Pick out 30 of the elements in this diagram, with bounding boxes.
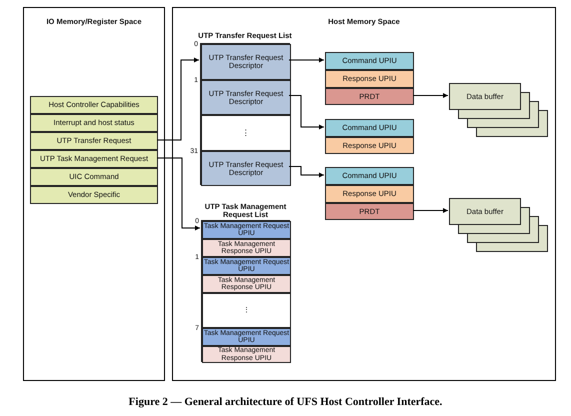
memory-space-panel <box>172 7 556 381</box>
register-row <box>30 114 158 132</box>
memory-space-panel <box>23 7 165 381</box>
arrow <box>156 58 200 140</box>
register-row <box>30 168 158 186</box>
command-upiu-box <box>325 119 414 137</box>
response-upiu-box <box>325 185 414 203</box>
ellipsis-row <box>201 115 291 151</box>
task-response-box <box>202 239 291 257</box>
register-row <box>30 96 158 114</box>
ellipsis-row <box>202 293 291 328</box>
task-response-box <box>202 346 291 363</box>
data-buffer-box <box>449 198 521 225</box>
task-response-box <box>202 275 291 293</box>
data-buffer-box <box>449 83 521 110</box>
arrow <box>412 93 448 98</box>
arrow <box>156 158 200 230</box>
command-upiu-box <box>325 52 414 70</box>
register-row <box>30 186 158 204</box>
response-upiu-box <box>325 70 414 88</box>
register-row <box>30 150 158 168</box>
command-upiu-box <box>325 167 414 185</box>
prdt-box <box>325 203 414 220</box>
arrow <box>288 166 324 178</box>
arrow <box>288 95 324 130</box>
prdt-box <box>325 88 414 105</box>
register-row <box>30 132 158 150</box>
response-upiu-box <box>325 137 414 154</box>
arrow <box>288 58 324 62</box>
arrow <box>412 208 448 213</box>
